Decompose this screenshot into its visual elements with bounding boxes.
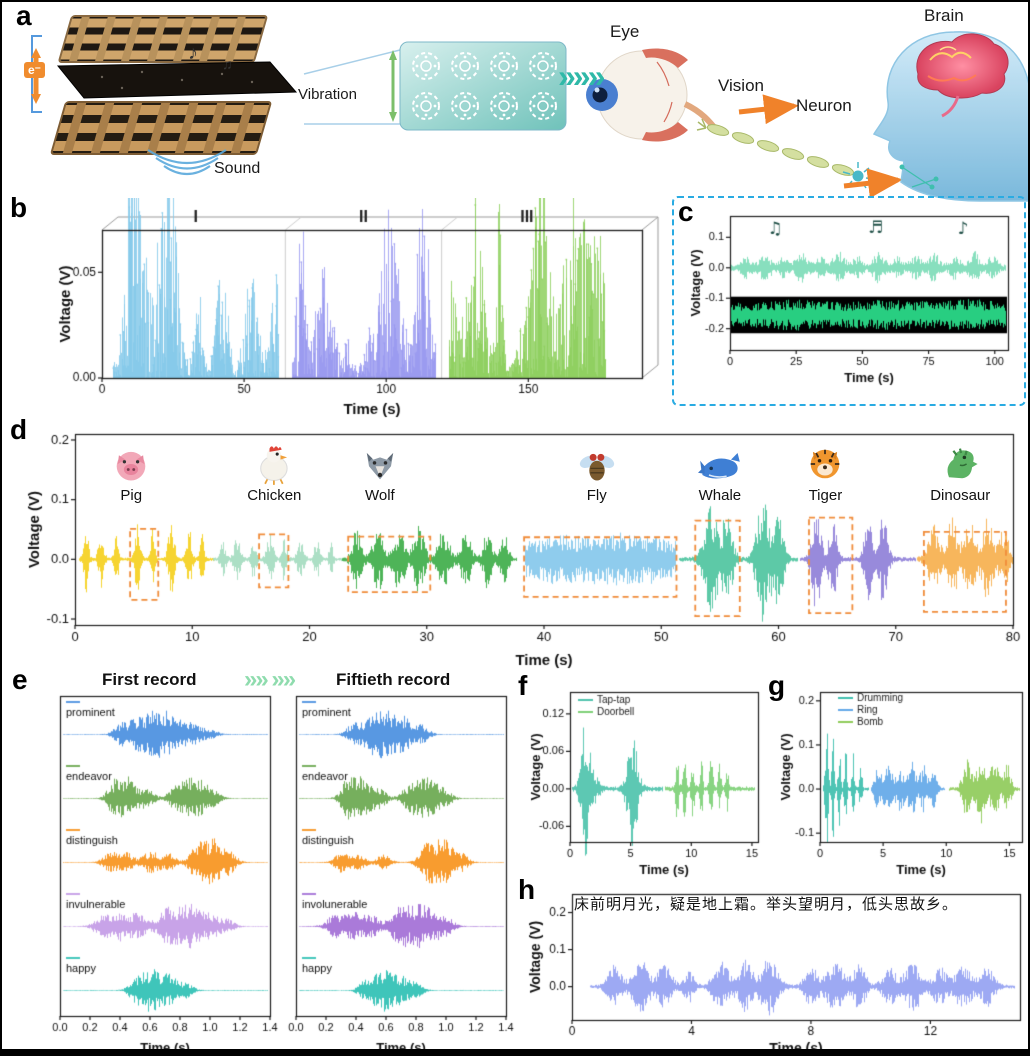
vision-label: Vision <box>718 76 764 95</box>
animal-chicken: Chicken <box>247 442 301 504</box>
head-illustration <box>872 31 1028 202</box>
animal-label: Fly <box>586 487 607 504</box>
chicken-icon <box>252 442 296 486</box>
panel-label-g: g <box>768 670 786 701</box>
eye-label: Eye <box>610 22 640 41</box>
animal-fly: Fly <box>575 442 619 504</box>
panel-label-e: e <box>12 664 28 695</box>
animal-label: Chicken <box>247 487 302 504</box>
animal-label: Wolf <box>364 487 395 504</box>
fiftieth-record-title: Fiftieth record <box>336 670 451 689</box>
neuron-label: Neuron <box>796 96 852 115</box>
music-note2-icon: ♫ <box>222 56 233 72</box>
vibration-label: Vibration <box>298 86 357 103</box>
record-arrows-icon: »» »» <box>244 666 296 693</box>
panel-d-chart <box>17 420 1027 672</box>
dinosaur-icon <box>938 442 982 486</box>
panel-label-b: b <box>10 192 28 223</box>
chevron-arrows-icon: »»» <box>558 58 605 94</box>
device-illustration <box>31 15 298 176</box>
vibration-inset <box>303 41 567 131</box>
animal-pig: Pig <box>109 442 153 504</box>
panel-label-a: a <box>16 0 32 31</box>
panel-c-border <box>672 196 1026 406</box>
electron-label: e⁻ <box>24 62 46 78</box>
neuron-illustration <box>696 118 874 189</box>
eye-illustration <box>586 48 721 142</box>
panel-f-chart <box>520 678 770 884</box>
brain-label: Brain <box>924 6 964 25</box>
brain-illustration <box>916 33 1009 99</box>
animal-dinosaur: Dinosaur <box>930 442 990 504</box>
tiger-icon <box>803 442 847 486</box>
panel-label-h: h <box>518 874 536 905</box>
panel-b-chart <box>40 198 665 420</box>
poem-text: 床前明月光，疑是地上霜。举头望明月，低头思故乡。 <box>574 897 959 913</box>
whale-icon <box>697 442 742 486</box>
animal-label: Tiger <box>808 487 843 504</box>
wolf-icon <box>358 442 402 486</box>
animal-label: Whale <box>698 487 742 504</box>
sound-label: Sound <box>214 160 261 177</box>
panel-h-chart <box>520 882 1028 1054</box>
neuron-arrow <box>843 168 903 199</box>
music-note-icon: ♪ <box>188 42 198 64</box>
vision-arrow <box>738 94 799 125</box>
fly-icon <box>575 442 619 486</box>
first-record-title: First record <box>102 670 197 689</box>
panel-c-chart <box>678 200 1022 402</box>
panel-label-c: c <box>678 196 694 227</box>
figure-bottom-border <box>2 1049 1028 1054</box>
pig-icon <box>109 442 153 486</box>
panel-e-first-chart <box>46 690 286 1054</box>
panel-a-illustration <box>31 15 1028 202</box>
animal-label: Pig <box>120 487 143 504</box>
panel-e-fiftieth-chart <box>282 690 522 1054</box>
animal-whale: Whale <box>697 442 742 504</box>
animal-label: Dinosaur <box>930 487 991 504</box>
animal-wolf: Wolf <box>358 442 402 504</box>
animal-tiger: Tiger <box>803 442 847 504</box>
panel-label-d: d <box>10 414 28 445</box>
panel-label-f: f <box>518 670 528 701</box>
panel-g-chart <box>772 678 1028 884</box>
